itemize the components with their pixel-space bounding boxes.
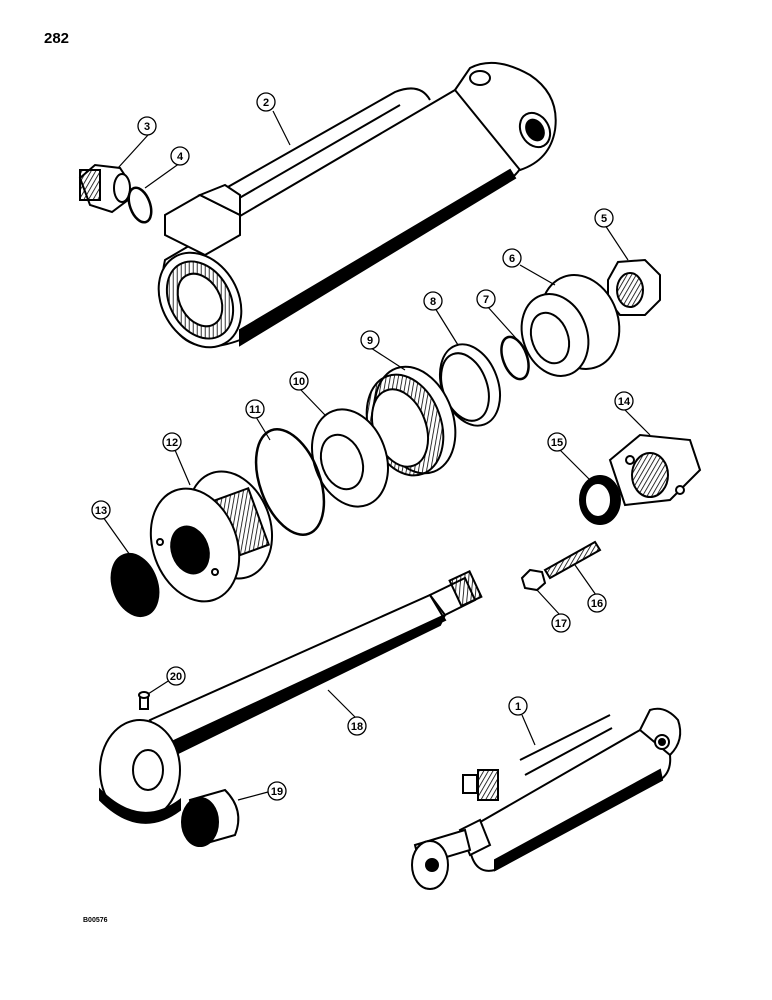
svg-text:1: 1	[515, 701, 521, 713]
callout-6: 6	[502, 248, 522, 268]
svg-text:16: 16	[591, 598, 603, 610]
callout-15: 15	[547, 432, 567, 452]
callout-8: 8	[423, 291, 443, 311]
callout-10: 10	[289, 371, 309, 391]
cylinder-head-part	[149, 470, 274, 603]
o-ring-small-part	[500, 335, 530, 381]
piston-body-part	[311, 408, 389, 508]
cylinder-tube-part	[157, 61, 557, 349]
callout-20: 20	[166, 666, 186, 686]
figure-code: B00576	[83, 917, 108, 924]
svg-text:18: 18	[351, 721, 363, 733]
svg-text:10: 10	[293, 376, 305, 388]
stud-part	[543, 540, 602, 580]
callout-16: 16	[587, 593, 607, 613]
o-ring-large-part	[254, 428, 326, 536]
callout-2: 2	[256, 92, 276, 112]
callout-4: 4	[170, 146, 190, 166]
callout-19: 19	[267, 781, 287, 801]
svg-text:3: 3	[144, 121, 150, 133]
svg-text:7: 7	[483, 294, 489, 306]
svg-text:12: 12	[166, 437, 178, 449]
svg-text:4: 4	[177, 151, 184, 163]
fitting-part	[78, 163, 131, 214]
svg-text:8: 8	[430, 296, 436, 308]
svg-text:20: 20	[170, 671, 182, 683]
bushing-part	[579, 475, 621, 525]
small-nut-part	[520, 568, 547, 592]
o-ring-part	[127, 186, 153, 224]
svg-text:11: 11	[249, 404, 261, 416]
callout-17: 17	[551, 613, 571, 633]
callout-13: 13	[91, 500, 111, 520]
callout-14: 14	[614, 391, 634, 411]
piston-part	[520, 274, 621, 377]
svg-text:17: 17	[555, 618, 567, 630]
flange-part	[608, 433, 702, 507]
grease-fitting-part	[138, 691, 150, 710]
nut-part	[607, 258, 661, 316]
callout-5: 5	[594, 208, 614, 228]
piston-rod-part	[99, 570, 483, 824]
callout-18: 18	[347, 716, 367, 736]
svg-text:6: 6	[509, 253, 515, 265]
svg-text:9: 9	[367, 335, 373, 347]
callout-9: 9	[360, 330, 380, 350]
callout-1: 1	[508, 696, 528, 716]
svg-text:19: 19	[271, 786, 283, 798]
assembled-cylinder-part	[411, 707, 682, 890]
leader-lines	[102, 110, 651, 801]
rod-seal-part	[110, 553, 160, 617]
svg-text:15: 15	[551, 437, 563, 449]
svg-text:14: 14	[618, 396, 631, 408]
wear-ring-part	[439, 343, 501, 427]
callout-3: 3	[137, 116, 157, 136]
svg-text:5: 5	[601, 213, 607, 225]
rod-bushing-part	[181, 788, 240, 847]
callout-11: 11	[245, 399, 265, 419]
callout-12: 12	[162, 432, 182, 452]
callout-7: 7	[476, 289, 496, 309]
page-number: 282	[44, 30, 70, 47]
svg-text:13: 13	[95, 505, 107, 517]
svg-text:2: 2	[263, 97, 269, 109]
